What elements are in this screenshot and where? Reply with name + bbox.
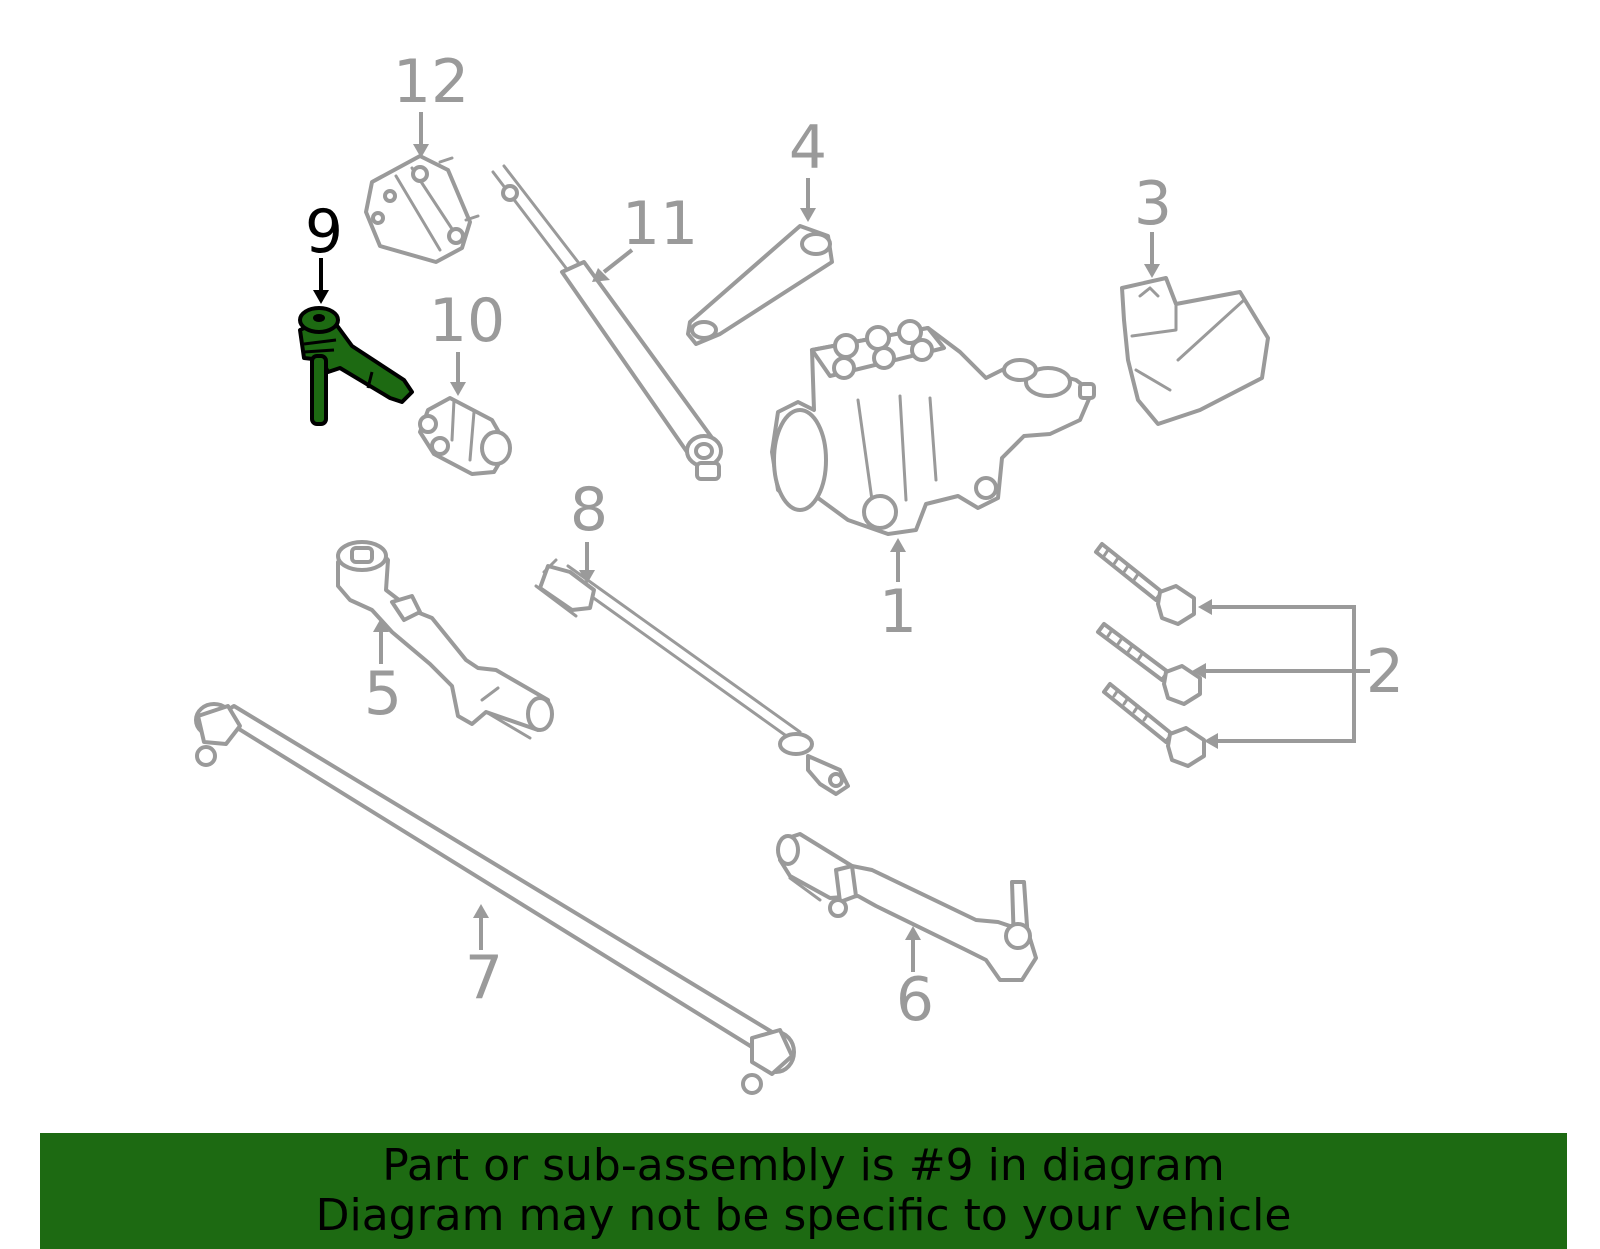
banner-line-1: Part or sub-assembly is #9 in diagram <box>382 1140 1225 1191</box>
part-9-tie-rod-end[interactable] <box>298 306 414 426</box>
part-8-rod[interactable] <box>534 558 850 796</box>
callout-9[interactable]: 9 <box>305 197 343 267</box>
bolt-lower <box>1102 682 1206 768</box>
callouts: 12 4 3 11 9 10 8 1 2 5 7 6 <box>305 47 1404 1035</box>
part-5-drag-link[interactable] <box>336 540 554 740</box>
part-12-bracket[interactable] <box>364 154 480 264</box>
callout-6[interactable]: 6 <box>896 965 934 1035</box>
bolt-middle <box>1096 622 1202 706</box>
leader-lines <box>313 112 1370 972</box>
part-2-bolts[interactable] <box>1094 542 1206 768</box>
callout-2[interactable]: 2 <box>1366 637 1404 707</box>
part-7-tie-rod[interactable] <box>194 702 796 1095</box>
callout-10[interactable]: 10 <box>429 286 505 356</box>
callout-3[interactable]: 3 <box>1134 169 1172 239</box>
info-banner: Part or sub-assembly is #9 in diagram Di… <box>40 1133 1567 1249</box>
callout-12[interactable]: 12 <box>393 47 469 117</box>
part-1-steering-gear[interactable] <box>770 319 1096 536</box>
callout-4[interactable]: 4 <box>789 113 827 183</box>
callout-7[interactable]: 7 <box>465 943 503 1013</box>
part-6-outer-tie-rod[interactable] <box>776 832 1038 982</box>
bolt-upper <box>1094 542 1196 626</box>
callout-1[interactable]: 1 <box>879 577 917 647</box>
part-3-cover[interactable] <box>1120 276 1270 426</box>
part-4-pitman-arm[interactable] <box>686 224 834 346</box>
banner-line-2: Diagram may not be specific to your vehi… <box>315 1190 1292 1241</box>
part-11-steering-damper[interactable] <box>491 164 723 481</box>
callout-5[interactable]: 5 <box>364 659 402 729</box>
part-10-clamp[interactable] <box>418 396 512 476</box>
callout-8[interactable]: 8 <box>570 475 608 545</box>
callout-11[interactable]: 11 <box>622 189 698 259</box>
